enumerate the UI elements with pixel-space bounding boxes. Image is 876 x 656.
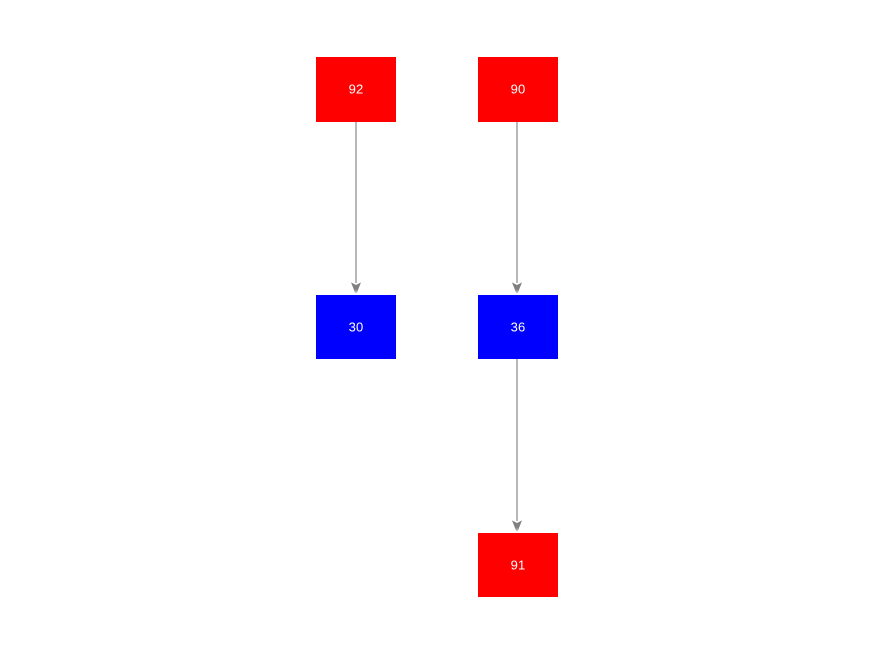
graph-node-90[interactable]: 90 <box>478 57 558 122</box>
graph-node-36[interactable]: 36 <box>478 295 558 359</box>
graph-node-label: 90 <box>510 81 526 97</box>
graph-node-label: 91 <box>510 557 526 572</box>
graph-node-label: 36 <box>510 319 526 334</box>
graph-node-label: 30 <box>348 319 364 334</box>
graph-node-30[interactable]: 30 <box>316 295 396 359</box>
graph-node-label: 92 <box>348 81 364 97</box>
graph-node-92[interactable]: 92 <box>316 57 396 122</box>
graph-node-91[interactable]: 91 <box>478 533 558 597</box>
